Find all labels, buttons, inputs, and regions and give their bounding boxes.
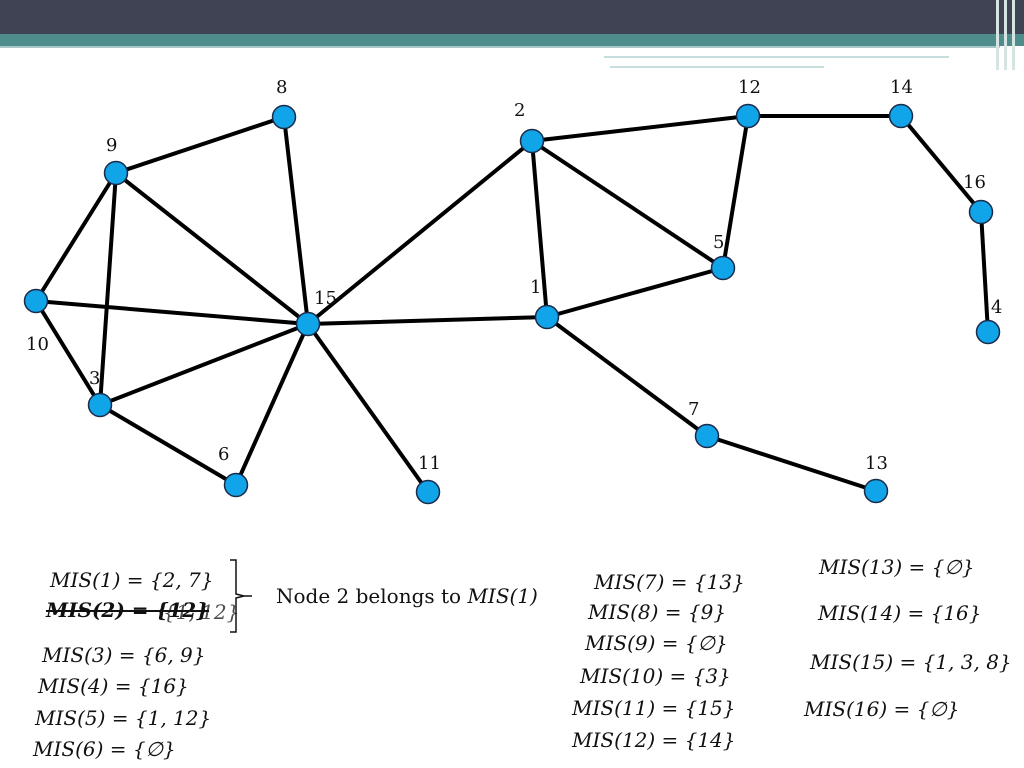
- node-15: [295, 311, 321, 337]
- edge-1-7: [545, 315, 709, 438]
- edge-2-12: [530, 114, 750, 143]
- node-10: [23, 288, 49, 314]
- note-prefix: Node 2 belongs to: [276, 584, 468, 608]
- node-label-13: 13: [865, 453, 888, 474]
- node-label-11: 11: [418, 453, 441, 474]
- node-1: [534, 304, 560, 330]
- edge-9-15: [114, 171, 310, 326]
- mis-4: MIS(4) = {16}: [38, 674, 189, 698]
- edge-10-15: [34, 299, 310, 326]
- node-13: [863, 478, 889, 504]
- node-9: [103, 160, 129, 186]
- node-6: [223, 472, 249, 498]
- mis-16: MIS(16) = {∅}: [804, 697, 960, 721]
- node-label-10: 10: [26, 334, 49, 355]
- header-accent-bar: [0, 34, 1024, 46]
- mis-3: MIS(3) = {6, 9}: [42, 643, 206, 667]
- brace-icon: [230, 559, 252, 633]
- edge-15-2: [306, 139, 534, 326]
- header-accent-line: [0, 46, 1000, 48]
- node-label-3: 3: [89, 368, 100, 389]
- edge-6-15: [234, 322, 310, 487]
- mis-6: MIS(6) = {∅}: [33, 737, 176, 761]
- note-text: Node 2 belongs to MIS(1): [276, 584, 538, 608]
- mis-10: MIS(10) = {3}: [580, 664, 731, 688]
- mis-5: MIS(5) = {1, 12}: [35, 706, 212, 730]
- node-16: [968, 199, 994, 225]
- node-label-9: 9: [106, 135, 117, 156]
- node-label-12: 12: [738, 77, 761, 98]
- edge-1-5: [545, 266, 725, 319]
- edge-2-1: [530, 139, 549, 319]
- mis-14: MIS(14) = {16}: [818, 601, 982, 625]
- node-11: [415, 479, 441, 505]
- mis-13: MIS(13) = {∅}: [819, 555, 975, 579]
- edge-8-9: [114, 115, 286, 175]
- header-deco-stripe: [1004, 0, 1007, 70]
- graph-edges: [34, 114, 990, 494]
- header-deco-stripe: [1012, 0, 1015, 70]
- node-14: [888, 103, 914, 129]
- edge-10-3: [34, 299, 102, 407]
- node-label-1: 1: [530, 277, 541, 298]
- edge-9-10: [34, 171, 118, 303]
- node-4: [975, 319, 1001, 345]
- edge-16-4: [979, 210, 990, 334]
- header-deco-line: [604, 56, 949, 58]
- node-label-8: 8: [276, 77, 287, 98]
- node-5: [710, 255, 736, 281]
- node-label-14: 14: [890, 77, 913, 98]
- mis-9: MIS(9) = {∅}: [585, 631, 728, 655]
- mis-7: MIS(7) = {13}: [594, 570, 745, 594]
- node-label-7: 7: [688, 399, 699, 420]
- mis-2: MIS(2) = {12}: [46, 598, 210, 622]
- node-label-16: 16: [963, 172, 986, 193]
- mis-12: MIS(12) = {14}: [572, 728, 736, 752]
- node-8: [271, 104, 297, 130]
- edge-7-13: [705, 434, 878, 493]
- node-3: [87, 392, 113, 418]
- mis-15: MIS(15) = {1, 3, 8}: [810, 650, 1012, 674]
- node-12: [735, 103, 761, 129]
- node-label-4: 4: [991, 297, 1002, 318]
- edge-5-12: [721, 114, 750, 270]
- mis-2-overlap: {1, 12}: [163, 600, 240, 624]
- edge-8-15: [282, 115, 310, 326]
- node-label-5: 5: [713, 232, 724, 253]
- mis-8: MIS(8) = {9}: [588, 600, 727, 624]
- edge-3-6: [98, 403, 238, 487]
- edge-9-3: [98, 171, 118, 407]
- mis-1: MIS(1) = {2, 7}: [50, 568, 214, 592]
- edge-15-1: [306, 315, 549, 326]
- edge-14-16: [899, 114, 983, 214]
- header-deco-line: [610, 66, 824, 68]
- note-emph: MIS(1): [467, 584, 538, 608]
- node-2: [519, 128, 545, 154]
- header-bar: [0, 0, 1024, 34]
- node-7: [694, 423, 720, 449]
- mis-11: MIS(11) = {15}: [572, 696, 736, 720]
- node-label-15: 15: [314, 288, 337, 309]
- edge-2-5: [530, 139, 725, 270]
- edge-3-15: [98, 322, 310, 407]
- edge-15-11: [306, 322, 430, 494]
- header-deco-stripe: [996, 0, 999, 70]
- node-label-2: 2: [514, 100, 525, 121]
- node-label-6: 6: [218, 444, 229, 465]
